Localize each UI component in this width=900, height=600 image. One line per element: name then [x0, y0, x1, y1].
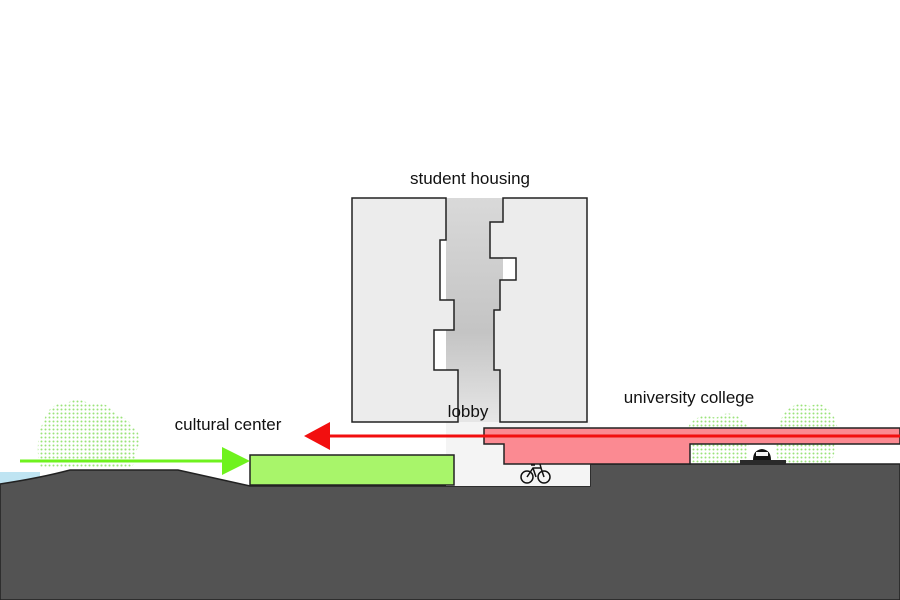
ground: [0, 463, 900, 600]
bicycle-icon: [520, 463, 551, 484]
arrow-left-icon: [304, 422, 900, 450]
student-housing-tower: [351, 197, 588, 423]
arrow-right-icon: [20, 447, 250, 475]
tower-left-wing: [351, 197, 459, 423]
tower-right-wing: [489, 197, 588, 423]
university-college-label: university college: [624, 388, 754, 407]
student-housing-label: student housing: [410, 169, 530, 188]
car-icon: [740, 449, 786, 465]
lobby-label: lobby: [448, 402, 489, 421]
cultural-center-label: cultural center: [175, 415, 282, 434]
trees-left: [37, 400, 140, 468]
cultural-center: [249, 454, 455, 486]
tower-core: [446, 198, 503, 422]
tree-icon: [85, 416, 140, 468]
